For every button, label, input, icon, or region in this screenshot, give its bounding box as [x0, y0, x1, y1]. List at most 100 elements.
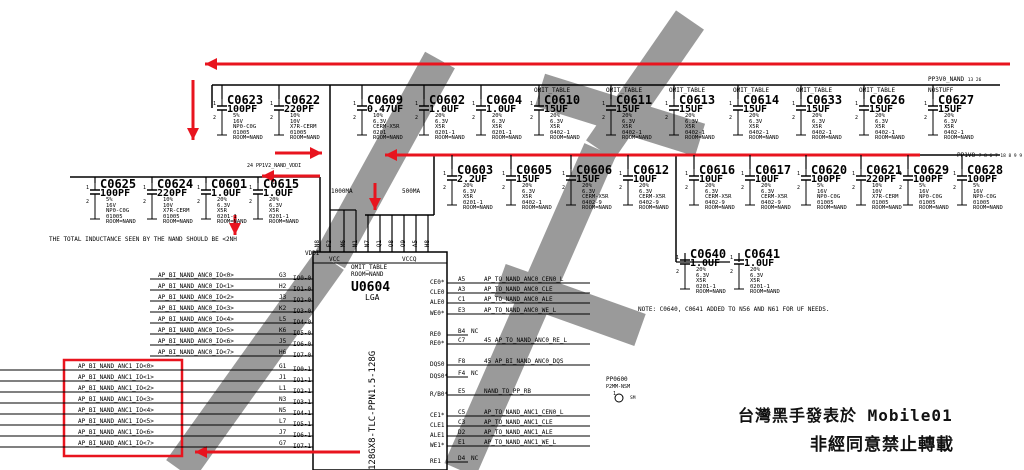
- watermark-stroke: [444, 143, 616, 470]
- capacitor-pin1: 1: [602, 101, 606, 107]
- capacitor-value: 220PF: [866, 174, 897, 185]
- io-pin-name: IO6-1: [293, 432, 312, 439]
- capacitor-pin2: 2: [562, 185, 566, 191]
- capacitor-pin2: 2: [249, 199, 253, 205]
- capacitor-omit-label: NOSTUFF: [928, 87, 954, 94]
- capacitor-refdes: C0629: [913, 163, 950, 177]
- capacitor-value: 100PF: [100, 188, 131, 199]
- chip-right-pin-name: DQS0*: [430, 373, 449, 380]
- capacitor-spec: 10% 6.3V CERM-X5R 0201 ROOM=NAND: [373, 113, 403, 142]
- capacitor-symbol: [801, 169, 811, 189]
- capacitor-c0633: C0633 15UF 20% 6.3V X5R 0402-1 ROOM=NAND…: [792, 93, 858, 141]
- capacitor-refdes: C0615: [263, 177, 300, 191]
- capacitor-pin1: 1: [443, 171, 447, 177]
- io-ball-id: N3: [279, 396, 287, 403]
- rail-top-label: PP3V0_NAND 13 26: [928, 76, 982, 83]
- right-net-label: AP_TO_NAND_ANC0_ALE: [484, 296, 553, 303]
- chip-top-pin: O9: [400, 240, 407, 248]
- capacitor-refdes: C0610: [544, 93, 581, 107]
- capacitor-spec: 20% 6.3V X5R 0201-1 ROOM=NAND: [435, 113, 465, 142]
- capacitor-c0601: C0601 1.0UF 20% 6.3V X5R 0201-1 ROOM=NAN…: [197, 177, 263, 225]
- red-arrow-top-head: [205, 58, 217, 70]
- right-net-label: AP_TO_NAND_ANC0_CEN0_L: [484, 276, 564, 283]
- chip-right-pin-name: WE1*: [430, 442, 445, 449]
- capacitor-refdes: C0622: [284, 93, 321, 107]
- capacitor-pin1: 1: [249, 185, 253, 191]
- capacitor-value: 100PF: [811, 174, 842, 185]
- testpoint-pin: 1: [613, 391, 617, 397]
- io-pin-name: IO4-1: [293, 410, 312, 417]
- testpoint-part: P2MM-NSM: [606, 384, 631, 390]
- io-pin-name: IO3-0: [293, 308, 312, 315]
- capacitor-symbol: [928, 99, 938, 119]
- capacitor-refdes: C0620: [811, 163, 848, 177]
- io-net-label: AP_BI_NAND_ANC1_IO<2>: [78, 385, 154, 392]
- capacitor-pin1: 1: [502, 171, 506, 177]
- capacitor-value: 220PF: [284, 104, 315, 115]
- capacitor-symbol: [201, 183, 211, 203]
- chip-right-pin-name: RE0*: [430, 340, 445, 347]
- capacitor-pin2: 2: [86, 199, 90, 205]
- right-net-label: AP_TO_NAND_ANC1_CLE: [484, 419, 553, 426]
- capacitor-c0615: C0615 1.0UF 20% 6.3V X5R 0201-1 ROOM=NAN…: [249, 177, 315, 225]
- capacitor-refdes: C0627: [938, 93, 975, 107]
- capacitor-pin2: 2: [197, 199, 201, 205]
- capacitor-refdes: C0617: [755, 163, 792, 177]
- capacitor-spec: 20% 6.3V X5R 0201-1 ROOM=NAND: [696, 267, 726, 296]
- capacitor-symbol: [745, 169, 755, 189]
- chip-right-pin-name: CLE1: [430, 422, 445, 429]
- chip-right-pin-name: DQS0: [430, 361, 445, 368]
- inductance-note: THE TOTAL INDUCTANCE SEEN BY THE NAND SH…: [49, 236, 237, 243]
- io-net-label: AP_BI_NAND_ANC1_IO<7>: [78, 440, 154, 447]
- right-net-label: AP_TO_NAND_ANC1_WE_L: [484, 439, 557, 446]
- chip-right-ball-id: D2: [458, 429, 466, 436]
- capacitor-c0610: C0610 15UF 20% 6.3V X5R 0402-1 ROOM=NAND…: [530, 93, 596, 141]
- capacitor-value: 10UF: [633, 174, 658, 185]
- capacitor-refdes: C0601: [211, 177, 248, 191]
- io-ball-id: J7: [279, 429, 287, 436]
- capacitor-omit-label: OMIT_TABLE: [859, 87, 896, 94]
- watermark-stroke: [494, 263, 646, 347]
- capacitor-value: 100PF: [227, 104, 258, 115]
- chip-right-ball-id: F8: [458, 358, 466, 365]
- capacitor-pin1: 1: [86, 185, 90, 191]
- io-ball-id: J5: [279, 338, 287, 345]
- capacitor-pin2: 2: [415, 115, 419, 121]
- chip-right-ball-id: E5: [458, 388, 466, 395]
- capacitor-pin2: 2: [899, 185, 903, 191]
- capacitor-pin2: 2: [270, 115, 274, 121]
- capacitor-refdes: C0606: [576, 163, 613, 177]
- capacitor-symbol: [734, 253, 744, 273]
- io-pin-name: IO3-1: [293, 399, 312, 406]
- capacitor-spec: 5% 16V NP0-C0G 01005 ROOM=NAND: [919, 183, 949, 212]
- capacitor-spec: 10% 10V X7R-CERM 01005 ROOM=NAND: [872, 183, 902, 212]
- capacitor-symbol: [274, 99, 284, 119]
- capacitor-pin1: 1: [924, 101, 928, 107]
- capacitor-c0628: C0628 100PF 5% 16V NP0-C0G 01005 ROOM=NA…: [953, 163, 1019, 211]
- chip-right-ball-id: A5: [458, 276, 466, 283]
- chip-top-pin: A5: [412, 240, 419, 248]
- capacitor-value: 15UF: [743, 104, 768, 115]
- capacitor-spec: 20% 6.3V X5R 0402-1 ROOM=NAND: [944, 113, 974, 142]
- capacitor-value: 100PF: [913, 174, 944, 185]
- capacitor-pin1: 1: [899, 171, 903, 177]
- capacitor-pin2: 2: [729, 115, 733, 121]
- capacitor-pin2: 2: [530, 115, 534, 121]
- io-net-label: AP_BI_NAND_ANC0_IO<1>: [158, 283, 234, 290]
- testpoint-label: SM: [630, 396, 636, 401]
- capacitor-symbol: [90, 183, 100, 203]
- capacitor-pin2: 2: [792, 115, 796, 121]
- chip-right-ball-id: C5: [458, 409, 466, 416]
- right-net-label: NAND_TO_PP_RB: [484, 388, 531, 395]
- capacitor-refdes: C0605: [516, 163, 553, 177]
- capacitor-pin2: 2: [602, 115, 606, 121]
- capacitor-c0640: C0640 1.0UF 20% 6.3V X5R 0201-1 ROOM=NAN…: [676, 247, 742, 295]
- capacitor-c0620: C0620 100PF 5% 16V NP0-C0G 01005 ROOM=NA…: [797, 163, 863, 211]
- capacitor-spec: 20% 6.3V CERM-X5R 0402-9 ROOM=NAND: [639, 183, 669, 212]
- capacitor-pin1: 1: [685, 171, 689, 177]
- watermark-line2: 非經同意禁止轉載: [810, 435, 954, 455]
- capacitor-symbol: [506, 169, 516, 189]
- capacitor-pin2: 2: [143, 199, 147, 205]
- capacitor-refdes: C0611: [616, 93, 653, 107]
